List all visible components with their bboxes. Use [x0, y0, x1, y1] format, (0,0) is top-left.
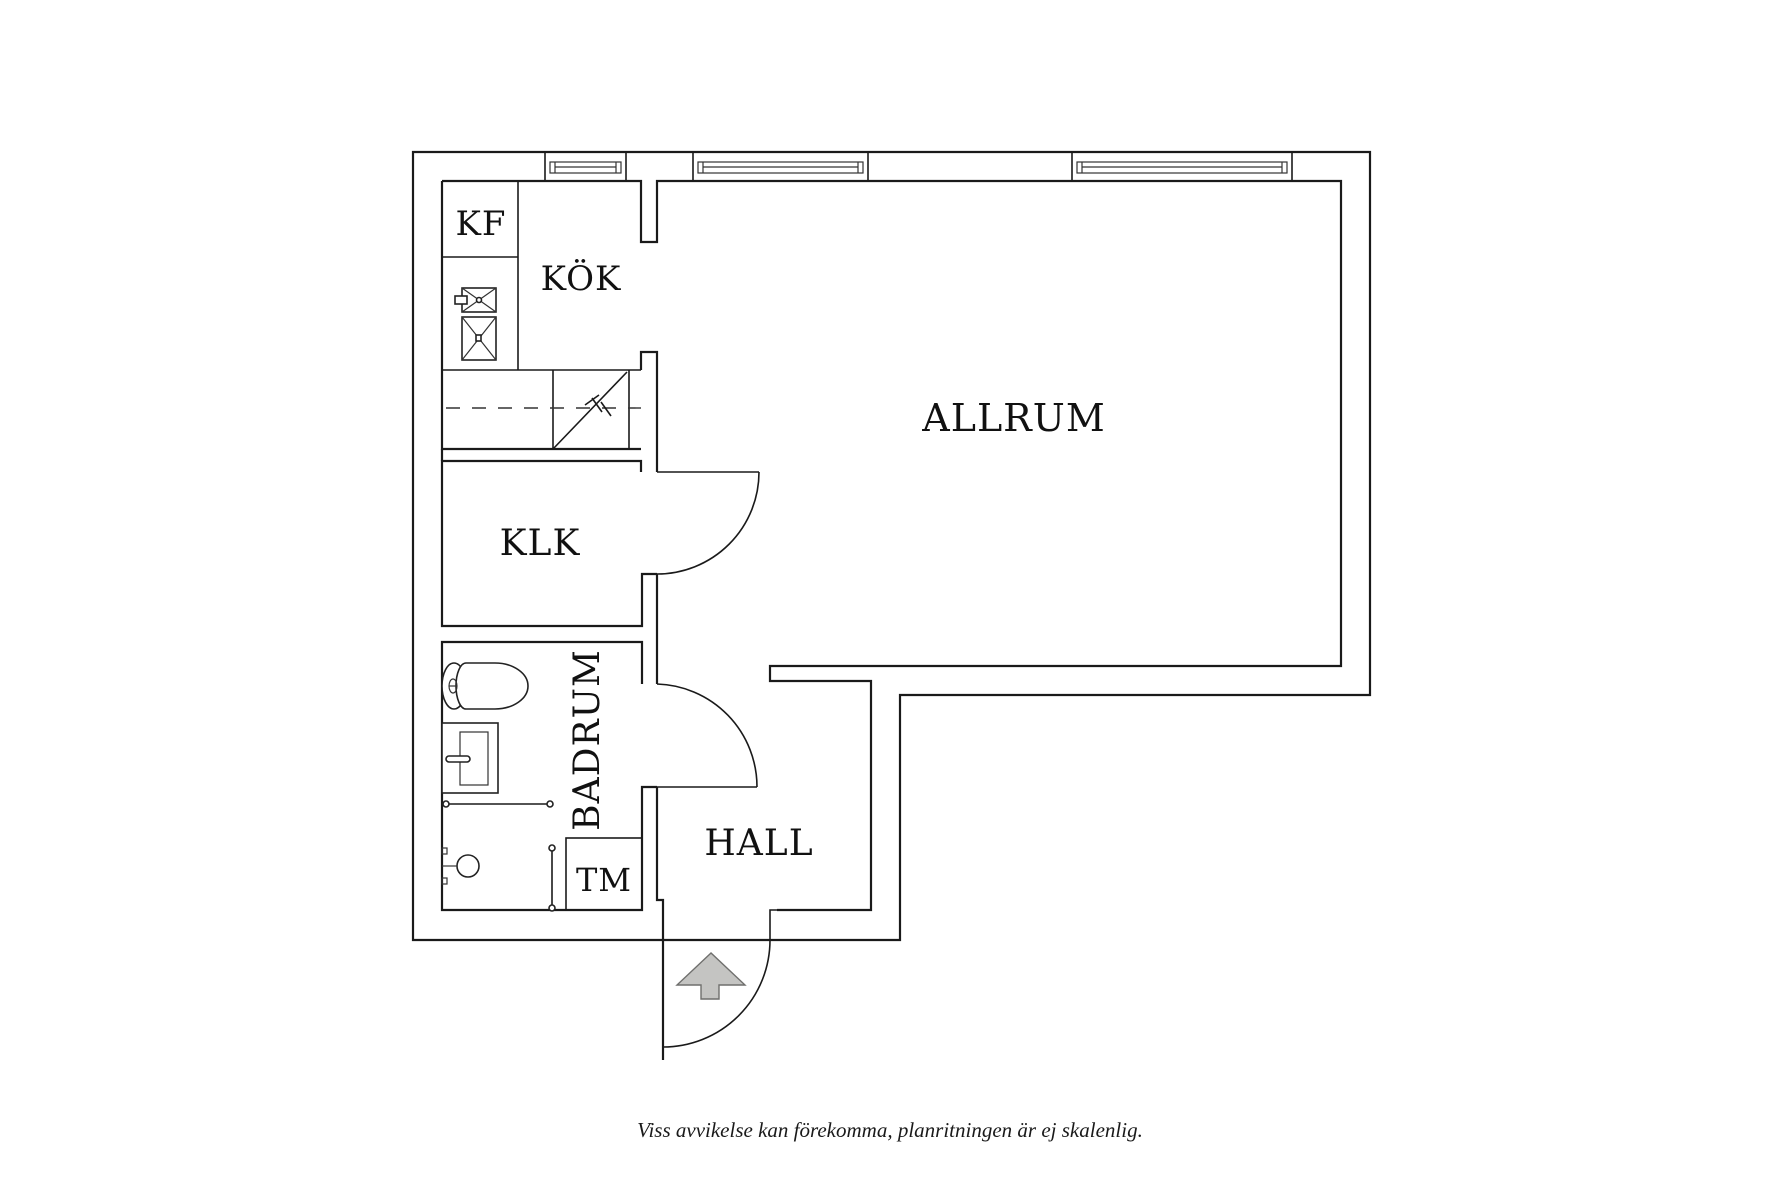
- room-label-kok: KÖK: [541, 258, 622, 299]
- room-label-klk: KLK: [500, 523, 581, 564]
- partition-kitchen-allrum: [639, 350, 659, 472]
- kitchen-fixtures: [442, 181, 641, 450]
- washing-machine-box: [565, 837, 643, 911]
- inner-wall-top: [442, 179, 1343, 912]
- klk-walls: [440, 459, 657, 628]
- entrance-door: [662, 909, 777, 1048]
- stove-icon: [552, 371, 628, 450]
- partition-bath-hall: [655, 787, 665, 1060]
- window-2: [692, 151, 869, 182]
- bathroom-door: [656, 683, 758, 788]
- washbasin-icon: [441, 722, 499, 794]
- entrance-arrow-icon: [675, 952, 747, 1000]
- window-1: [544, 151, 627, 182]
- badrum-walls: [440, 640, 657, 912]
- disclaimer-caption: Viss avvikelse kan förekomma, planritnin…: [637, 1118, 1143, 1142]
- room-label-badrum: BADRUM: [567, 649, 608, 831]
- room-label-hall: HALL: [704, 823, 813, 864]
- room-label-tm: TM: [576, 861, 632, 899]
- shower-icon: [441, 800, 556, 912]
- room-label-kf: KF: [456, 204, 507, 244]
- toilet-icon: [441, 662, 529, 710]
- kitchen-sink-icon: [454, 287, 497, 361]
- window-3: [1071, 151, 1293, 182]
- room-label-allrum: ALLRUM: [921, 396, 1105, 440]
- outer-wall: [411, 150, 1372, 942]
- klk-door: [656, 471, 760, 575]
